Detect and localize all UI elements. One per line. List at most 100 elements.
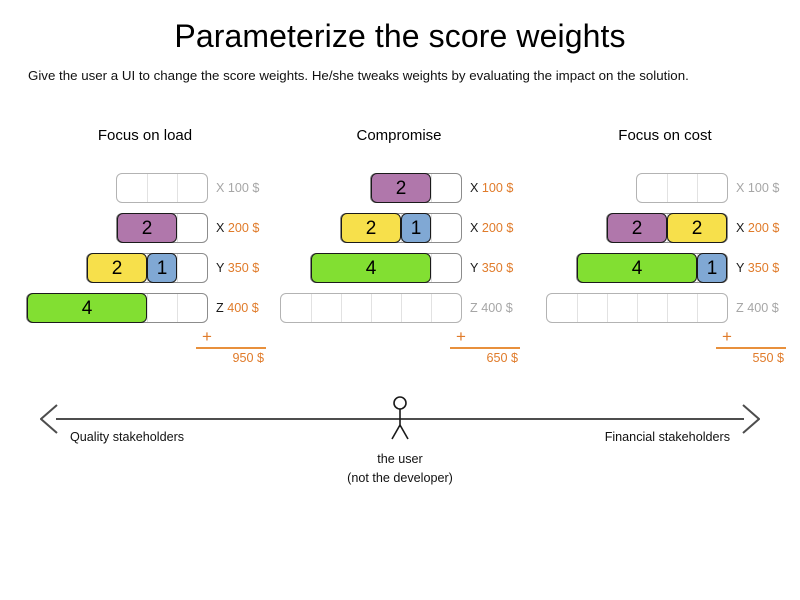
weight-cell[interactable]	[311, 294, 341, 322]
row-amount: 100 $	[227, 181, 260, 195]
row-amount: 200 $	[747, 221, 780, 235]
weight-widget-wrapper	[280, 293, 462, 323]
weight-cell[interactable]	[177, 254, 207, 282]
weight-segment[interactable]: 1	[147, 253, 177, 283]
row-key: Y	[216, 261, 225, 275]
row-key: X	[216, 221, 225, 235]
row-key: Z	[470, 301, 478, 315]
weight-cell[interactable]	[431, 294, 461, 322]
weight-cell[interactable]	[117, 174, 147, 202]
weight-cell[interactable]	[667, 294, 697, 322]
column-title: Focus on cost	[618, 127, 712, 144]
weight-cell[interactable]	[147, 294, 177, 322]
weight-row: X 100 $	[520, 168, 800, 208]
weight-cell[interactable]	[431, 214, 461, 242]
weight-cell[interactable]	[607, 294, 637, 322]
weight-slider[interactable]	[546, 293, 728, 323]
sum-total: 650 $	[486, 351, 518, 365]
sum-inner: +550 $	[716, 327, 786, 365]
weight-segment[interactable]: 2	[607, 213, 667, 243]
row-amount: 400 $	[747, 301, 779, 315]
weight-cell[interactable]	[177, 174, 207, 202]
weight-cell[interactable]	[431, 174, 461, 202]
weight-cell[interactable]	[281, 294, 311, 322]
row-key: X	[736, 181, 745, 195]
weight-cell[interactable]	[431, 254, 461, 282]
row-cost-label: Z 400 $	[732, 301, 800, 315]
weight-cell[interactable]	[547, 294, 577, 322]
weight-segment[interactable]: 2	[87, 253, 147, 283]
row-cost-label: Y 350 $	[732, 261, 800, 275]
sum-plus-symbol: +	[202, 327, 212, 346]
sum-rule	[716, 347, 786, 349]
weight-cell[interactable]	[637, 294, 667, 322]
weight-widget-wrapper: 2	[116, 213, 208, 243]
weight-slider[interactable]: 4	[310, 253, 462, 283]
weight-row: 2 X 200 $	[0, 208, 290, 248]
row-key: Y	[470, 261, 479, 275]
weight-segment[interactable]: 1	[401, 213, 431, 243]
weight-cell[interactable]	[637, 174, 667, 202]
axis-label-left: Quality stakeholders	[70, 430, 185, 444]
weight-cell[interactable]	[577, 294, 607, 322]
row-amount: 200 $	[227, 221, 260, 235]
weight-cell[interactable]	[667, 174, 697, 202]
weight-segment[interactable]: 2	[117, 213, 177, 243]
weight-cell[interactable]	[697, 294, 727, 322]
row-amount: 350 $	[227, 261, 260, 275]
row-key: Z	[736, 301, 744, 315]
axis-label-right: Financial stakeholders	[604, 430, 730, 444]
weight-row: X 100 $	[0, 168, 290, 208]
row-amount: 350 $	[747, 261, 780, 275]
weight-cell[interactable]	[371, 294, 401, 322]
column-title: Compromise	[356, 127, 442, 144]
weight-slider[interactable]	[280, 293, 462, 323]
weight-slider[interactable]	[636, 173, 728, 203]
weight-widget-wrapper: 4	[26, 293, 208, 323]
weight-slider[interactable]	[116, 173, 208, 203]
sum-rule	[450, 347, 520, 349]
weight-segment[interactable]: 4	[577, 253, 697, 283]
weight-segment[interactable]: 4	[311, 253, 431, 283]
row-key: Y	[736, 261, 745, 275]
weight-widget-wrapper	[546, 293, 728, 323]
row-cost-label: Y 350 $	[212, 261, 290, 275]
weight-cell[interactable]	[401, 294, 431, 322]
sum-plus-symbol: +	[722, 327, 732, 346]
weight-slider[interactable]: 4	[26, 293, 208, 323]
weight-segment[interactable]: 2	[667, 213, 727, 243]
sum-total: 550 $	[752, 351, 784, 365]
weight-cell[interactable]	[697, 174, 727, 202]
row-cost-label: X 200 $	[466, 221, 544, 235]
weight-cell[interactable]	[177, 294, 207, 322]
weight-cell[interactable]	[147, 174, 177, 202]
weight-cell[interactable]	[177, 214, 207, 242]
arrow-right-icon	[742, 404, 760, 434]
row-cost-label: X 200 $	[212, 221, 290, 235]
weight-segment[interactable]: 4	[27, 293, 147, 323]
weight-widget-wrapper: 2	[370, 173, 462, 203]
weight-cell[interactable]	[341, 294, 371, 322]
user-caption: the user (not the developer)	[300, 450, 500, 488]
column-sum: +950 $	[0, 327, 290, 372]
weight-segment[interactable]: 1	[697, 253, 727, 283]
weight-segment[interactable]: 2	[371, 173, 431, 203]
weight-slider[interactable]: 2	[370, 173, 462, 203]
stakeholder-spectrum: Quality stakeholders Financial stakehold…	[0, 392, 800, 512]
weight-slider[interactable]: 2	[116, 213, 208, 243]
stick-figure-user-icon	[385, 394, 415, 442]
weight-segment[interactable]: 2	[341, 213, 401, 243]
